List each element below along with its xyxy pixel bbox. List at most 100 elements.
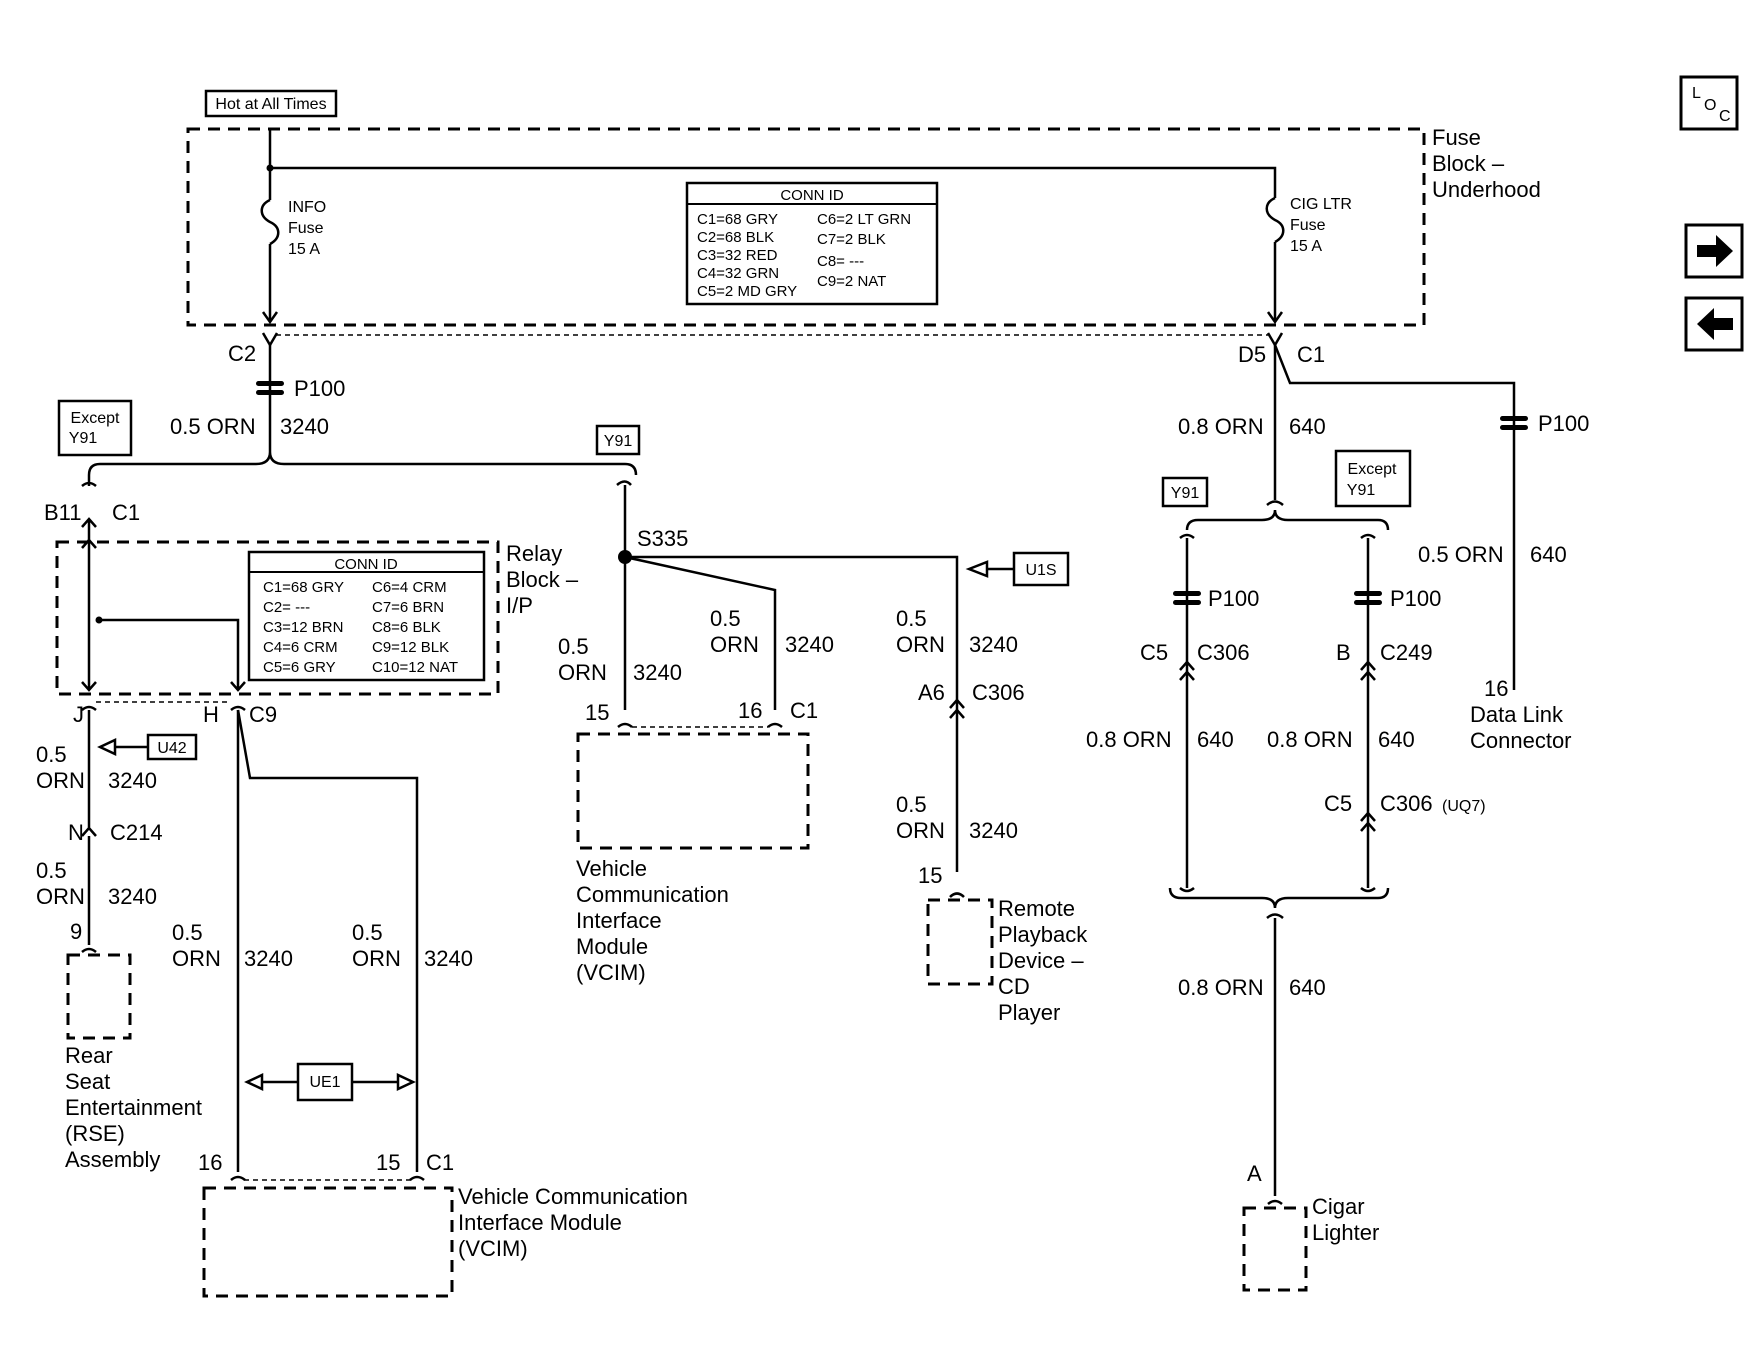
- wire-label-05orn-main: 0.5 ORN: [170, 414, 256, 439]
- c2-connector: [261, 332, 279, 348]
- d5-label: D5: [1238, 342, 1266, 367]
- svg-text:C1=68 GRY: C1=68 GRY: [697, 211, 778, 228]
- cd-lower-gauge: 0.5: [896, 792, 927, 817]
- svg-text:C2=68 BLK: C2=68 BLK: [697, 229, 774, 246]
- vcim-lower-box: [202, 1186, 454, 1298]
- rse-assembly: [66, 953, 132, 1040]
- y91-box-left: [595, 424, 641, 456]
- cd-player-label: Remote Playback Device – CD Player: [998, 896, 1088, 1025]
- fuse-conn-id-left: C1=68 GRY C2=68 BLK C3=32 RED C4=32 GRN …: [697, 211, 797, 300]
- relay-c1-label: C1: [112, 500, 140, 525]
- j-label: J: [73, 702, 84, 727]
- vu15-circuit: 3240: [633, 660, 682, 685]
- s335-label: S335: [637, 526, 688, 551]
- svg-text:Communication: Communication: [576, 882, 729, 907]
- svg-text:C2= ---: C2= ---: [263, 599, 310, 616]
- svg-text:C7=6 BRN: C7=6 BRN: [372, 599, 444, 616]
- cigar-wire-circuit: 640: [1289, 975, 1326, 1000]
- c214-label: C214: [110, 820, 163, 845]
- svg-text:Assembly: Assembly: [65, 1147, 160, 1172]
- fuse-conn-id-right: C6=2 LT GRN C7=2 BLK C8= --- C9=2 NAT: [817, 211, 911, 290]
- b-label: B: [1336, 640, 1351, 665]
- p100-label-y91: P100: [1208, 586, 1259, 611]
- u1s-box: [1012, 551, 1070, 587]
- vu-c1: C1: [790, 698, 818, 723]
- c5-label-y91: C5: [1140, 640, 1168, 665]
- cd-lower-color: ORN: [896, 818, 945, 843]
- svg-text:(VCIM): (VCIM): [458, 1236, 528, 1261]
- back-button[interactable]: [1684, 296, 1744, 352]
- cig-option-brace-top: [1185, 509, 1390, 531]
- except-wire-gauge: 0.8 ORN: [1267, 727, 1353, 752]
- ue1-box: [296, 1062, 354, 1102]
- svg-text:Fuse: Fuse: [1290, 217, 1326, 234]
- vl15-gauge: 0.5: [352, 920, 383, 945]
- rse-label: Rear Seat Entertainment (RSE) Assembly: [65, 1043, 202, 1172]
- wire-3240-rse: [81, 710, 97, 945]
- except-y91-box-right: [1334, 449, 1412, 508]
- y91-wire-circuit: 640: [1197, 727, 1234, 752]
- except-y91-right-2: Y91: [1347, 482, 1376, 499]
- vl-pin-16: 16: [198, 1150, 222, 1175]
- dlc-label: Data Link Connector: [1470, 702, 1572, 753]
- svg-text:INFO: INFO: [288, 199, 326, 216]
- except-y91-right-1: Except: [1348, 461, 1397, 478]
- wire-640-y91: [1179, 533, 1195, 893]
- wire-3240-vcim-lower-15: [236, 709, 419, 1172]
- wire-3240-cd: [625, 555, 959, 872]
- vl15-color: ORN: [352, 946, 401, 971]
- svg-text:C10=12 NAT: C10=12 NAT: [372, 659, 458, 676]
- relay-conn-id-right: C6=4 CRM C7=6 BRN C8=6 BLK C9=12 BLK C10…: [372, 579, 458, 676]
- svg-text:Remote: Remote: [998, 896, 1075, 921]
- vl-c1: C1: [426, 1150, 454, 1175]
- cigar-lighter-label: Cigar Lighter: [1312, 1194, 1379, 1245]
- svg-text:C3=32 RED: C3=32 RED: [697, 247, 778, 264]
- dlc-gauge: 0.5 ORN: [1418, 542, 1504, 567]
- svg-text:Module: Module: [576, 934, 648, 959]
- svg-text:Entertainment: Entertainment: [65, 1095, 202, 1120]
- b11-connector: [81, 475, 97, 546]
- p100-passthrough-left: [256, 381, 284, 395]
- c249-label: C249: [1380, 640, 1433, 665]
- svg-text:Device –: Device –: [998, 948, 1084, 973]
- svg-text:Connector: Connector: [1470, 728, 1572, 753]
- vu-pin-15: 15: [585, 700, 609, 725]
- u42-box: [146, 733, 198, 761]
- u42-arrow: [97, 738, 148, 756]
- svg-text:C8= ---: C8= ---: [817, 253, 864, 270]
- hot-at-all-times-box: [204, 89, 338, 118]
- cd-upper-gauge: 0.5: [896, 606, 927, 631]
- forward-button[interactable]: [1684, 223, 1744, 279]
- except-y91-box-left: [57, 399, 133, 457]
- svg-text:C7=2 BLK: C7=2 BLK: [817, 231, 886, 248]
- wire-640-cigar: [1266, 913, 1284, 1196]
- vl16-circuit: 3240: [244, 946, 293, 971]
- relay-conn-id-left: C1=68 GRY C2= --- C3=12 BRN C4=6 CRM C5=…: [263, 579, 344, 676]
- u1s-arrow: [965, 560, 1014, 578]
- vcim-upper-box: [576, 732, 810, 850]
- dlc-circuit: 640: [1530, 542, 1567, 567]
- svg-text:Underhood: Underhood: [1432, 177, 1541, 202]
- loc-button[interactable]: L O C: [1679, 75, 1739, 131]
- n-label: N: [68, 820, 84, 845]
- vu16-gauge: 0.5: [710, 606, 741, 631]
- svg-text:Player: Player: [998, 1000, 1060, 1025]
- except-y91-text-1: Except: [71, 410, 120, 427]
- wire-640-dlc: [1273, 344, 1516, 690]
- svg-text:C4=32 GRN: C4=32 GRN: [697, 265, 779, 282]
- vcim-upper-label: Vehicle Communication Interface Module (…: [576, 856, 729, 985]
- cig-option-brace-bottom: [1168, 887, 1390, 909]
- svg-text:C9=2 NAT: C9=2 NAT: [817, 273, 886, 290]
- svg-text:Vehicle Communication: Vehicle Communication: [458, 1184, 688, 1209]
- cd-pin-15: 15: [918, 863, 942, 888]
- except-wire-circuit: 640: [1378, 727, 1415, 752]
- svg-text:Block –: Block –: [1432, 151, 1505, 176]
- c1-d5-connector: [1266, 332, 1284, 348]
- p100-passthrough-except: [1354, 591, 1382, 605]
- y91-option-brace: [87, 451, 638, 476]
- cigar-lighter-box: [1242, 1206, 1308, 1292]
- svg-text:C3=12 BRN: C3=12 BRN: [263, 619, 343, 636]
- c306-label-y91: C306: [1197, 640, 1250, 665]
- svg-text:15 A: 15 A: [288, 241, 320, 258]
- u42-text: U42: [157, 740, 186, 757]
